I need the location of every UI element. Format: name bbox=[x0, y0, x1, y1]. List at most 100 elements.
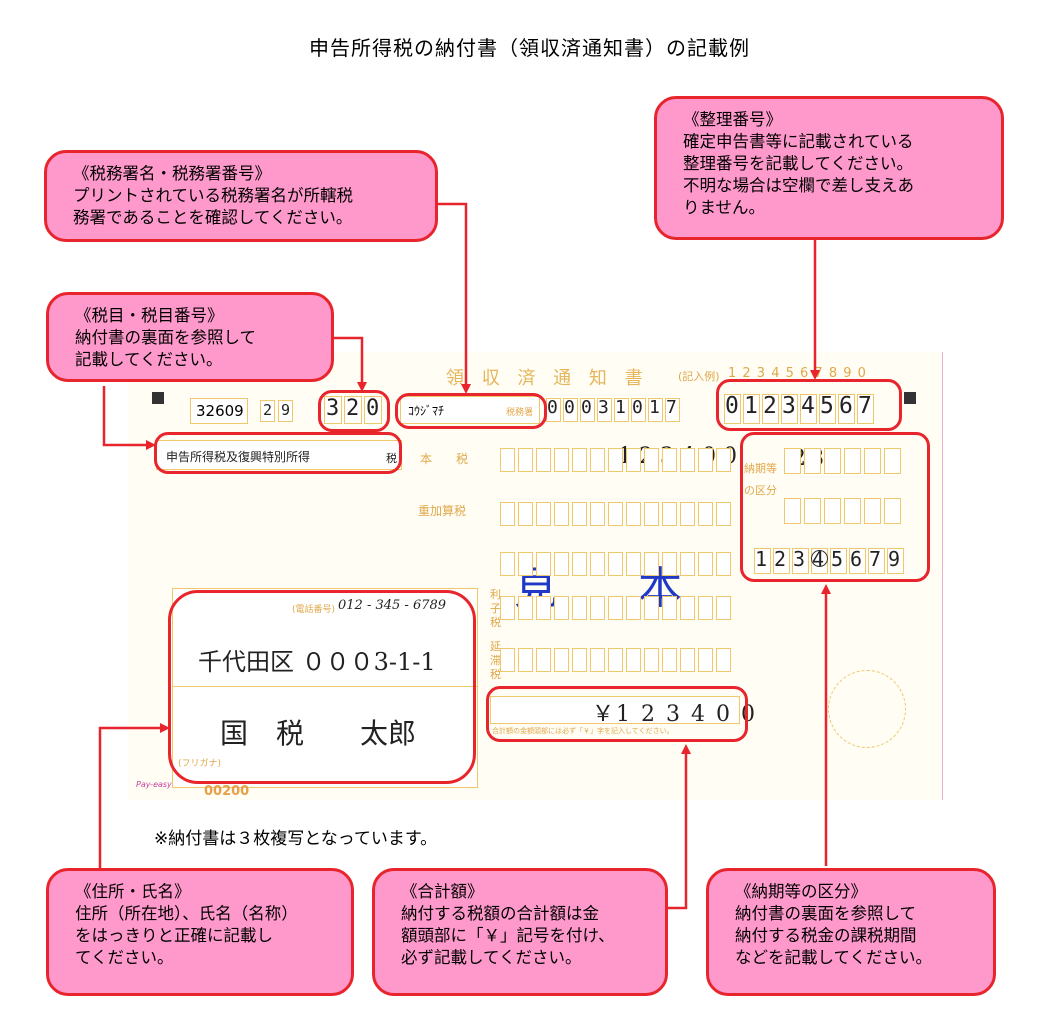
period-cell bbox=[844, 448, 861, 474]
amount-cell bbox=[500, 448, 515, 472]
account-digit: 0 bbox=[547, 397, 558, 418]
amount-cell bbox=[518, 552, 533, 576]
account-digit: 3 bbox=[598, 397, 609, 418]
callout-tax-office: 《税務署名・税務署番号》 プリントされている税務署名が所轄税 務署であることを確… bbox=[44, 150, 438, 242]
account-digit: 0 bbox=[581, 397, 592, 418]
reference-cell bbox=[857, 394, 874, 424]
period-cell bbox=[804, 498, 821, 524]
phone-number: 012 - 345 - 6789 bbox=[338, 598, 447, 613]
form-header: 領 収 済 通 知 書 bbox=[446, 368, 649, 389]
amount-cell bbox=[500, 552, 515, 576]
amount-cell bbox=[626, 448, 641, 472]
tax-item-digit: 0 bbox=[366, 396, 380, 421]
callout-body: 住所（所在地）、氏名（名称） をはっきりと正確に記載し てください。 bbox=[75, 904, 298, 967]
highlight-tax-office-name bbox=[395, 393, 547, 429]
callout-address-name: 《住所・氏名》 住所（所在地）、氏名（名称） をはっきりと正確に記載し てくださ… bbox=[46, 868, 354, 996]
account-digit: 0 bbox=[632, 397, 643, 418]
page-title: 申告所得税の納付書（領収済通知書）の記載例 bbox=[309, 36, 750, 60]
division-cell bbox=[830, 548, 847, 574]
highlight-period-division bbox=[740, 432, 930, 582]
interest-tax-label: 利子税 bbox=[490, 588, 501, 629]
reference-digit: 0 bbox=[725, 393, 739, 419]
period-cell bbox=[804, 448, 821, 474]
copy-note: ※納付書は３枚複写となっています。 bbox=[154, 829, 438, 849]
division-digit: 7 bbox=[869, 547, 882, 571]
amount-cell bbox=[716, 648, 731, 672]
amount-cell bbox=[536, 648, 551, 672]
total-amount: ￥1 2 3 4 0 0 bbox=[592, 702, 757, 727]
account-cell bbox=[665, 398, 680, 422]
arrowhead bbox=[146, 440, 156, 450]
amount-cell bbox=[590, 502, 605, 526]
highlight-tax-item-name bbox=[154, 432, 402, 474]
callout-heading: 《納期等の区分》 bbox=[735, 882, 867, 901]
phone-label: (電話番号) bbox=[292, 605, 336, 615]
reference-digit: 2 bbox=[763, 393, 777, 419]
amount-cell bbox=[554, 552, 569, 576]
highlight-address-name bbox=[168, 590, 476, 784]
connector-zeimoku-number bbox=[333, 336, 364, 388]
amount-cell bbox=[572, 448, 587, 472]
amount-cell bbox=[716, 596, 731, 620]
tax-item-digit: 2 bbox=[346, 396, 360, 421]
period-cell bbox=[824, 498, 841, 524]
amount-cell bbox=[554, 648, 569, 672]
payeasy-logo: Pay-easy bbox=[136, 780, 172, 789]
amount-cell bbox=[662, 552, 677, 576]
division-digit: 2 bbox=[774, 547, 787, 571]
amount-cell bbox=[662, 648, 677, 672]
amount-cell bbox=[698, 502, 713, 526]
callout-heading: 《住所・氏名》 bbox=[75, 882, 191, 901]
division-cell bbox=[849, 548, 866, 574]
amount-cell bbox=[716, 448, 731, 472]
connector-zeimoku-name bbox=[102, 386, 152, 447]
address-name-divider bbox=[172, 686, 478, 687]
amount-cell bbox=[626, 648, 641, 672]
division-digit: 6 bbox=[850, 547, 863, 571]
reference-cell bbox=[800, 394, 817, 424]
amount-cell bbox=[518, 502, 533, 526]
tax-office-suffix: 税務署 bbox=[506, 408, 534, 418]
amount-cell bbox=[644, 502, 659, 526]
tax-office-name: ｺｳｼﾞﾏﾁ bbox=[408, 404, 445, 418]
division-cell bbox=[773, 548, 790, 574]
callout-body: 納付する税額の合計額は金 額頭部に「￥」記号を付け、 必ず記載してください。 bbox=[401, 904, 615, 967]
highlight-tax-item-number bbox=[318, 390, 390, 432]
amount-cell bbox=[572, 596, 587, 620]
amount-cell bbox=[608, 448, 623, 472]
callout-reference-number: 《整理番号》 確定申告書等に記載されている 整理番号を記載してください。 不明な… bbox=[654, 96, 1004, 240]
furigana-label: (フリガナ) bbox=[178, 759, 222, 769]
year-digit: 9 bbox=[281, 401, 291, 419]
amount-cell bbox=[500, 502, 515, 526]
callout-body: プリントされている税務署名が所轄税 務署であることを確認してください。 bbox=[73, 186, 354, 227]
amount-cell bbox=[590, 648, 605, 672]
amount-cell bbox=[680, 502, 695, 526]
year-cell bbox=[278, 400, 293, 422]
amount-cell bbox=[608, 596, 623, 620]
amount-cell bbox=[644, 552, 659, 576]
code-label: 00200 bbox=[204, 784, 250, 799]
taxpayer-name: 国 税 太郎 bbox=[220, 717, 417, 750]
account-digit: 1 bbox=[649, 397, 660, 418]
connector-zeimusho bbox=[437, 202, 468, 390]
total-amount-box bbox=[490, 696, 740, 724]
callout-period-division: 《納期等の区分》 納付書の裏面を参照して 納付する税金の課税期間 などを記載して… bbox=[706, 868, 996, 996]
arrowhead bbox=[461, 384, 471, 394]
account-digit: 7 bbox=[666, 397, 677, 418]
amount-cell bbox=[608, 552, 623, 576]
reference-digit: 4 bbox=[801, 393, 815, 419]
period-cell bbox=[784, 498, 801, 524]
amount-cell bbox=[716, 552, 731, 576]
tax-item-name-tail: 税 bbox=[386, 452, 397, 465]
reference-cell bbox=[819, 394, 836, 424]
connector-gokei bbox=[664, 748, 688, 910]
amount-cell bbox=[590, 448, 605, 472]
account-cell bbox=[563, 398, 578, 422]
amount-cell bbox=[680, 596, 695, 620]
callout-body: 納付書の裏面を参照して 納付する税金の課税期間 などを記載してください。 bbox=[735, 904, 933, 967]
highlight-total-amount bbox=[486, 686, 748, 742]
amount-cell bbox=[536, 596, 551, 620]
amount-cell bbox=[680, 552, 695, 576]
amount-cell bbox=[716, 502, 731, 526]
callout-heading: 《税務署名・税務署番号》 bbox=[73, 164, 271, 183]
